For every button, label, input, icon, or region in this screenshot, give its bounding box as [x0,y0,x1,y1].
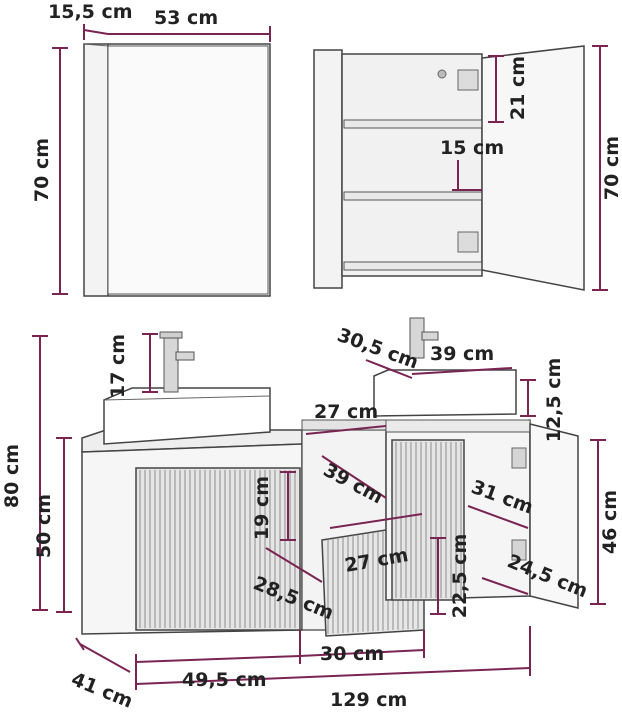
right-cabinet-height-label: 46 cm [599,490,621,554]
right-sink-width-label: 39 cm [430,343,494,365]
left-faucet [163,333,179,393]
mirror-top-compartment-label: 21 cm [507,56,529,120]
total-width-label: 129 cm [330,689,407,711]
mirror-shelf-depth-label: 15 cm [440,137,504,159]
mirror-depth-label: 15,5 cm [48,1,133,23]
right-sink-height-label: 12,5 cm [543,358,565,443]
mirror-cabinet-closed [83,43,271,297]
left-cabinet-width-label: 49,5 cm [182,669,267,691]
mirror-cabinet-open [313,45,585,291]
left-cabinet-door [135,467,301,631]
mirror-door-open [481,45,585,291]
mirror-width-label: 53 cm [154,7,218,29]
mirror-door [107,45,269,295]
right-sink [373,369,517,417]
right-sink-depth-label: 30,5 cm [334,324,421,374]
total-depth-label: 41 cm [68,668,136,712]
cabinet-height-label: 50 cm [33,494,55,558]
mirror-shelf-top [343,119,483,129]
right-vanity-cabinet [373,317,579,609]
drawer-front-height-label: 22,5 cm [449,534,471,619]
left-sink [103,387,271,445]
faucet-height-label: 17 cm [107,334,129,398]
mirror-shelf-bottom [343,191,483,201]
counter-gap-label: 27 cm [314,401,378,423]
dimension-lines [32,24,608,690]
vanity-height-label: 80 cm [1,444,23,508]
drawer-unit-width-label: 30 cm [320,643,384,665]
mirror-height-right-label: 70 cm [601,136,622,200]
right-cabinet-door-open [529,423,579,609]
cabinet-hinge [511,447,527,469]
drawer-height-label: 19 cm [251,476,273,540]
right-cabinet-door-closed [391,439,465,601]
hinge-top [457,69,479,91]
hinge-bottom [457,231,479,253]
mirror-height-left-label: 70 cm [31,138,53,202]
